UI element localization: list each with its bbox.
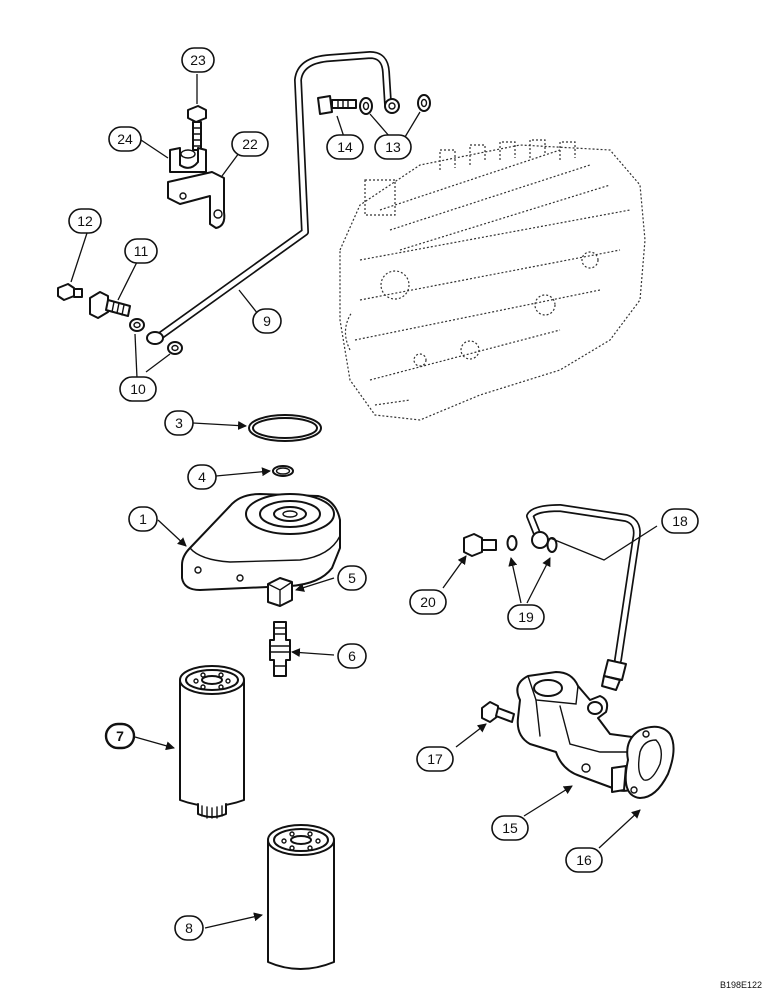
- o-ring-4: [272, 465, 294, 477]
- callout-10: 10: [119, 376, 157, 402]
- fitting-6: [269, 621, 291, 677]
- svg-text:9: 9: [263, 313, 271, 329]
- svg-text:15: 15: [502, 820, 518, 836]
- callout-12: 12: [68, 208, 102, 234]
- bolt-23: [187, 105, 207, 151]
- callout-9: 9: [252, 308, 282, 334]
- svg-text:8: 8: [185, 920, 193, 936]
- svg-text:1: 1: [139, 511, 147, 527]
- clamp-24: [169, 147, 207, 173]
- leader-lines: [70, 74, 658, 929]
- callout-18: 18: [661, 508, 699, 534]
- callout-8: 8: [174, 915, 204, 941]
- svg-text:23: 23: [190, 52, 206, 68]
- sealing-washers-10: [129, 318, 183, 355]
- svg-text:22: 22: [242, 136, 258, 152]
- svg-text:7: 7: [116, 728, 124, 744]
- svg-text:12: 12: [77, 213, 93, 229]
- callout-5: 5: [337, 565, 367, 591]
- callout-19: 19: [507, 604, 545, 630]
- callout-14: 14: [326, 134, 364, 160]
- nut-5: [267, 577, 293, 607]
- banjo-bolt-11: [89, 291, 131, 319]
- callout-22: 22: [231, 131, 269, 157]
- callout-4: 4: [187, 464, 217, 490]
- fuel-filter-7: [179, 665, 245, 819]
- bleed-screw-12: [57, 283, 83, 301]
- callout-13: 13: [374, 134, 412, 160]
- banjo-bolt-14: [317, 95, 357, 115]
- svg-text:4: 4: [198, 469, 206, 485]
- banjo-bolt-20: [463, 533, 497, 557]
- fuel-filter-8: [267, 824, 335, 970]
- svg-text:20: 20: [420, 594, 436, 610]
- svg-text:5: 5: [348, 570, 356, 586]
- injection-pump-reference: [339, 139, 646, 421]
- sealing-washers-19: [506, 535, 558, 553]
- filter-head-1: [181, 493, 341, 591]
- fuel-line-9: [146, 51, 400, 345]
- callout-15: 15: [491, 815, 529, 841]
- lift-pump-15: [516, 671, 652, 793]
- fuel-line-18: [526, 504, 641, 691]
- callout-20: 20: [409, 589, 447, 615]
- callout-23: 23: [181, 47, 215, 73]
- callout-24: 24: [108, 126, 142, 152]
- svg-text:19: 19: [518, 609, 534, 625]
- svg-text:11: 11: [134, 243, 149, 259]
- callout-17: 17: [416, 746, 454, 772]
- svg-text:17: 17: [427, 751, 443, 767]
- svg-text:13: 13: [385, 139, 401, 155]
- callout-16: 16: [565, 847, 603, 873]
- figure-code: B198E122: [720, 980, 762, 990]
- sealing-washers-13: [359, 94, 431, 115]
- callout-6: 6: [337, 643, 367, 669]
- svg-text:18: 18: [672, 513, 688, 529]
- svg-text:10: 10: [130, 381, 146, 397]
- seal-ring-3: [248, 414, 322, 442]
- bracket-22: [167, 171, 226, 229]
- svg-text:16: 16: [576, 852, 592, 868]
- gasket-16: [624, 725, 675, 799]
- svg-text:3: 3: [175, 415, 183, 431]
- callout-1: 1: [128, 506, 158, 532]
- svg-text:6: 6: [348, 648, 356, 664]
- svg-text:14: 14: [337, 139, 353, 155]
- callout-7: 7: [104, 722, 136, 750]
- svg-text:24: 24: [117, 131, 133, 147]
- callout-3: 3: [164, 410, 194, 436]
- callout-11: 11: [124, 238, 158, 264]
- bolt-17: [481, 701, 515, 723]
